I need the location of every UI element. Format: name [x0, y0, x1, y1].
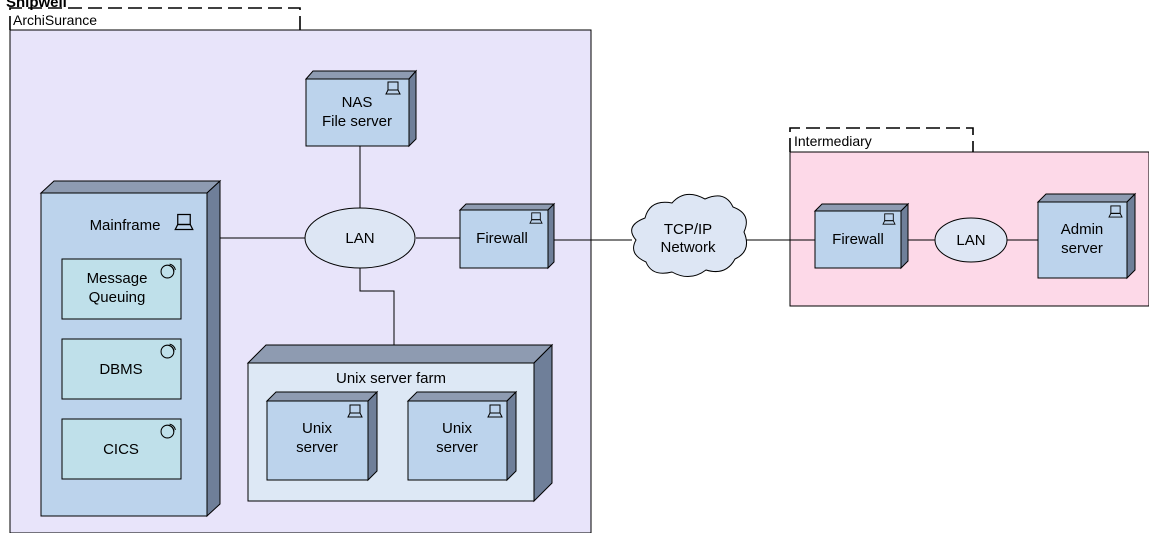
node-side-face: [1126, 192, 1136, 280]
svg-text:Shipwell: Shipwell: [6, 0, 67, 11]
node-top-face: [39, 180, 222, 194]
node-side-face: [408, 69, 417, 148]
intermediary-group-label: Intermediary: [794, 133, 872, 149]
node-side-face: [506, 390, 517, 482]
intermediary-lan-network[interactable]: LAN: [934, 217, 1008, 263]
node-side-face: [900, 202, 909, 270]
unix-server-node-1[interactable]: Unix server: [265, 390, 379, 482]
lan-ellipse: [304, 207, 416, 269]
connection-lan-unix-farm: [359, 268, 395, 345]
admin-server-node[interactable]: Admin server: [1036, 192, 1137, 280]
mq-label-line1: Message: [87, 270, 148, 287]
unix2-label-line1: Unix: [442, 420, 473, 437]
node-front-face: [407, 400, 508, 481]
node-top-face: [813, 203, 910, 212]
nas-label-line1: NAS: [342, 94, 373, 111]
cics-label: CICS: [103, 441, 139, 458]
node-top-face: [246, 344, 554, 364]
node-top-face: [1036, 193, 1137, 203]
nas-file-server-node[interactable]: NAS File server: [304, 69, 418, 148]
admin-label-line1: Admin: [1061, 221, 1104, 238]
intermediary-firewall-node[interactable]: Firewall: [813, 202, 910, 270]
unix-farm-label: Unix server farm: [336, 370, 446, 387]
unix2-label-line2: server: [436, 439, 478, 456]
node-side-face: [367, 390, 378, 482]
unix1-label-line2: server: [296, 439, 338, 456]
archisurance-group-label: ArchiSurance: [13, 12, 97, 28]
node-top-face: [265, 391, 379, 402]
lan-ellipse: [934, 217, 1008, 263]
lan-label: LAN: [345, 230, 374, 247]
mq-label-line2: Queuing: [89, 289, 146, 306]
lan-network[interactable]: LAN: [304, 207, 416, 269]
tcpip-network-cloud[interactable]: TCP/IP Network: [631, 193, 747, 277]
cloud-shape: [631, 193, 747, 277]
node-top-face: [406, 391, 518, 402]
firewall-node[interactable]: Firewall: [458, 202, 556, 270]
network-label-line1: TCP/IP: [664, 221, 712, 238]
archisurance-group-tab: [9, 7, 301, 30]
node-top-face: [458, 203, 556, 211]
node-top-face: [304, 70, 418, 80]
unix-server-node-2[interactable]: Unix server: [406, 390, 518, 482]
network-label-line2: Network: [660, 239, 716, 256]
firewall-label: Firewall: [476, 230, 528, 247]
cics-software[interactable]: CICS: [61, 418, 182, 480]
node-front-face: [1037, 201, 1128, 279]
connections: [207, 146, 1038, 345]
message-queuing-software[interactable]: Message Queuing: [61, 258, 182, 320]
node-side-face: [547, 202, 555, 270]
header-fragment: Shipwell: [6, 0, 67, 11]
dbms-software[interactable]: DBMS: [61, 338, 182, 400]
node-front-face: [266, 400, 369, 481]
intermediary-firewall-label: Firewall: [832, 231, 884, 248]
intermediary-group-tab: [789, 127, 974, 152]
dbms-label: DBMS: [99, 361, 142, 378]
mainframe-label: Mainframe: [90, 217, 161, 234]
intermediary-lan-label: LAN: [956, 232, 985, 249]
node-side-face: [206, 179, 221, 518]
nas-label-line2: File server: [322, 113, 392, 130]
node-side-face: [533, 343, 553, 503]
unix1-label-line1: Unix: [302, 420, 333, 437]
admin-label-line2: server: [1061, 240, 1103, 257]
